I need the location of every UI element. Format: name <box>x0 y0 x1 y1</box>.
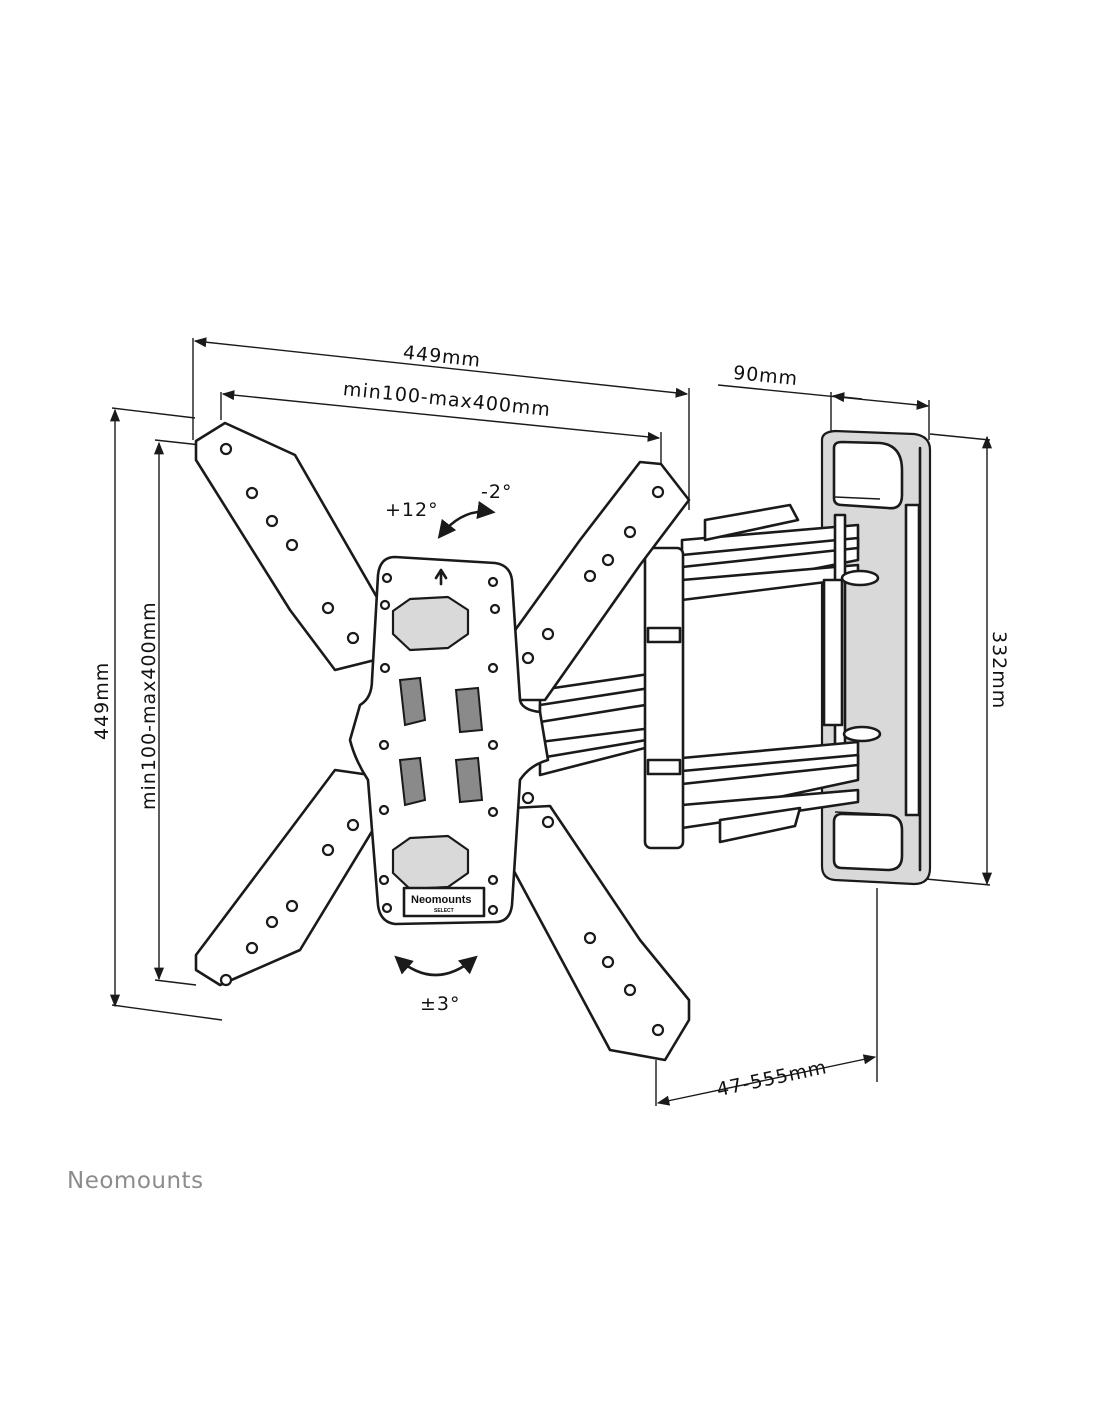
brand-logo: Neomounts <box>67 1168 204 1194</box>
vesa-bracket: Neomounts SELECT <box>194 421 691 1062</box>
label-overall-width: 449mm <box>402 342 482 372</box>
plate-sub: SELECT <box>434 908 454 914</box>
plate-brand: Neomounts <box>411 894 472 906</box>
label-tilt-up: +12° <box>385 499 439 521</box>
label-overall-height: 449mm <box>91 662 113 740</box>
label-vesa-width: min100-max400mm <box>342 378 552 421</box>
tilt-arrow <box>437 501 496 539</box>
label-extension: 47-555mm <box>715 1056 829 1101</box>
articulating-arms <box>538 503 882 850</box>
label-vesa-height: min100-max400mm <box>138 601 160 810</box>
label-tilt-down: -2° <box>481 481 512 503</box>
label-wall-height: 332mm <box>988 631 1010 709</box>
label-wall-depth: 90mm <box>732 362 799 390</box>
mounting-holes <box>219 442 665 1037</box>
label-rotation: ±3° <box>420 993 461 1015</box>
rotation-arrow <box>394 955 478 977</box>
